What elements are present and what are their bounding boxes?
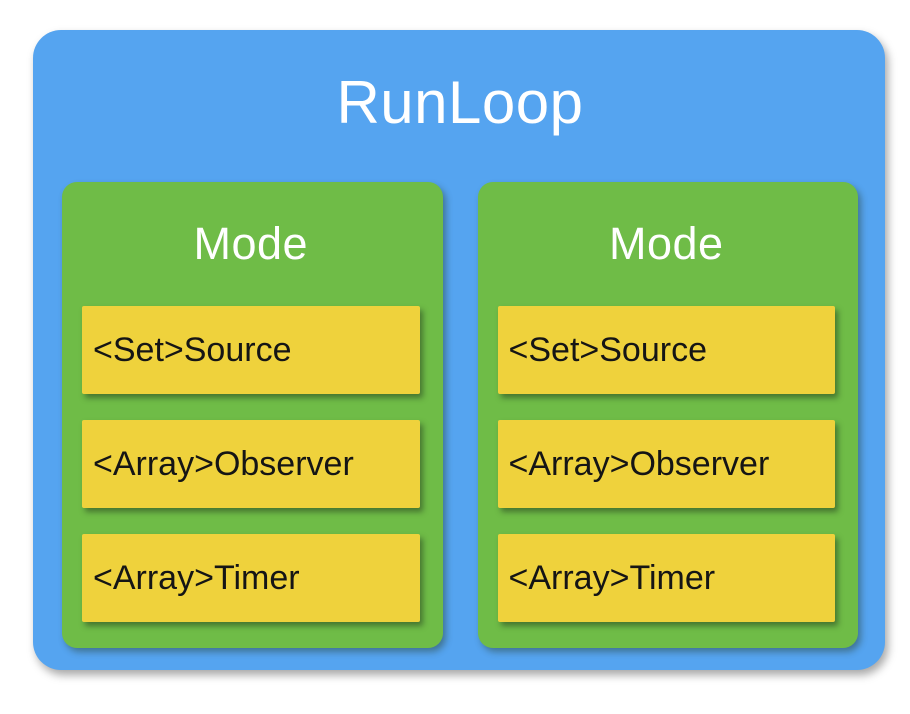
list-item-set-source: <Set>Source	[82, 306, 420, 394]
mode-box-left: Mode <Set>Source <Array>Observer <Array>…	[62, 182, 443, 648]
list-item-array-timer: <Array>Timer	[82, 534, 420, 622]
list-item-array-observer: <Array>Observer	[497, 420, 835, 508]
modes-row: Mode <Set>Source <Array>Observer <Array>…	[62, 182, 858, 648]
runloop-box: RunLoop Mode <Set>Source <Array>Observer…	[33, 30, 885, 670]
runloop-title: RunLoop	[336, 69, 584, 136]
mode-title: Mode	[193, 218, 309, 269]
list-item-array-observer: <Array>Observer	[82, 420, 420, 508]
mode-title: Mode	[608, 218, 724, 269]
mode-box-right: Mode <Set>Source <Array>Observer <Array>…	[477, 182, 858, 648]
list-item-array-timer: <Array>Timer	[497, 534, 835, 622]
list-item-set-source: <Set>Source	[497, 306, 835, 394]
